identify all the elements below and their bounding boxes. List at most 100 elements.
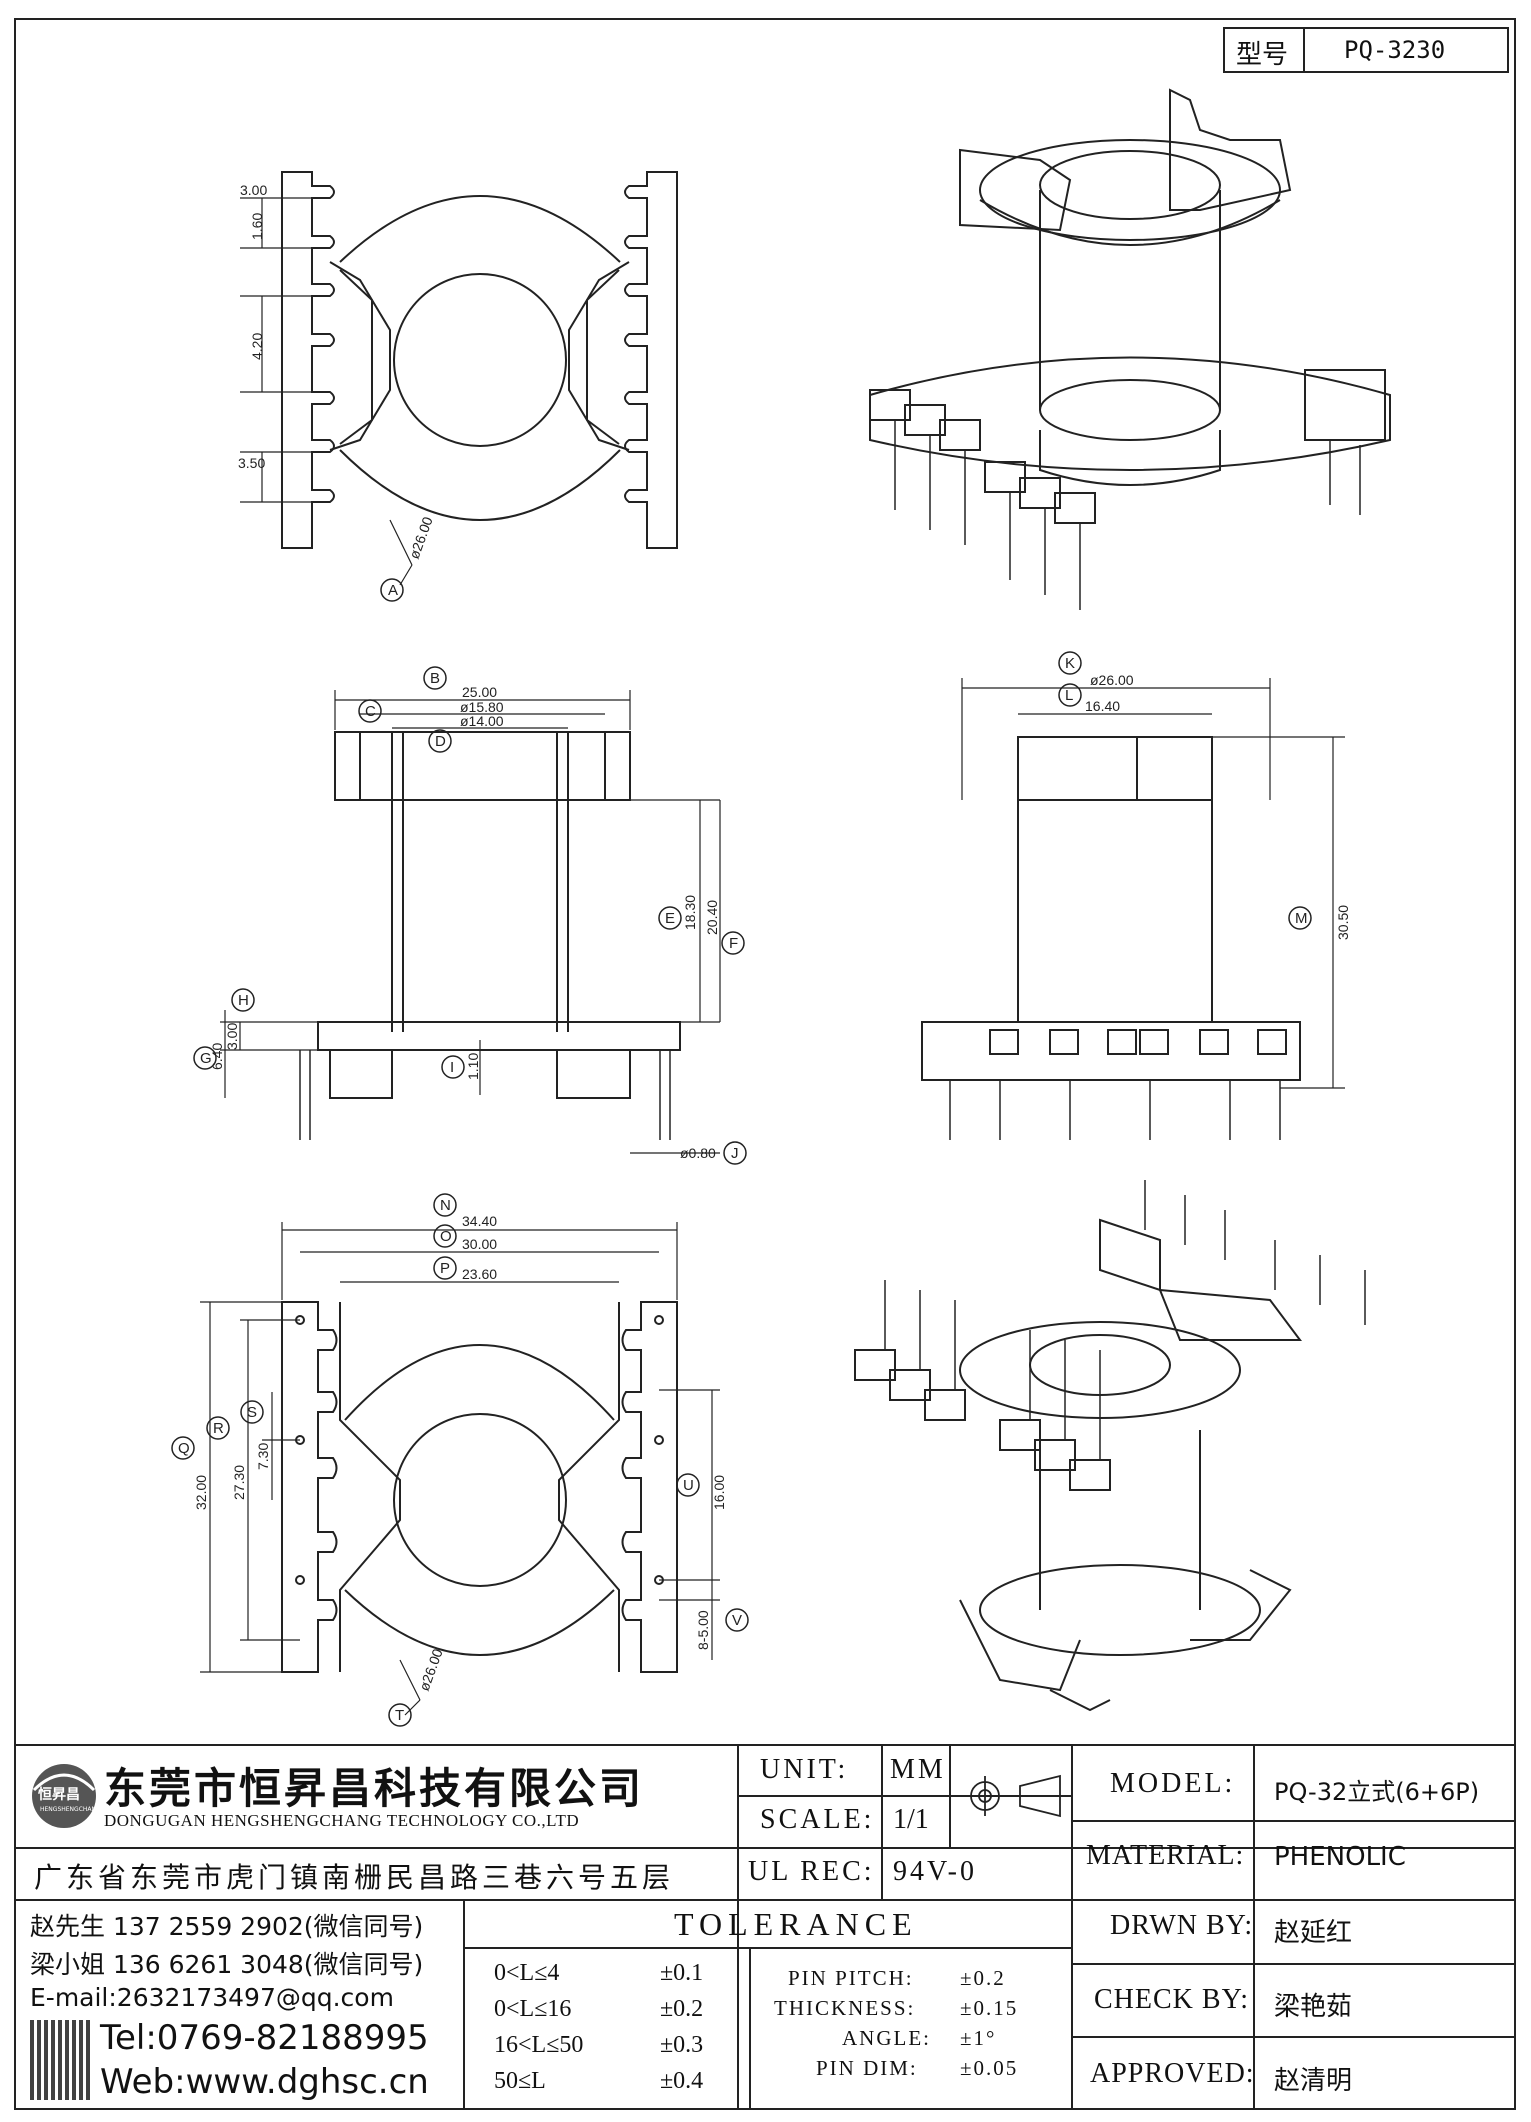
tol-value-1: ±0.1: [660, 1960, 704, 1986]
contact-email[interactable]: E-mail:2632173497@qq.com: [30, 1983, 394, 2012]
scale-label: SCALE:: [760, 1804, 875, 1835]
callout-v: V: [732, 1612, 742, 1629]
side-view: [921, 678, 1345, 1140]
pin-pitch-label: PIN PITCH:: [788, 1966, 914, 1990]
tol-value-4: ±0.4: [660, 2068, 704, 2094]
tol-range-1: 0<L≤4: [494, 1960, 560, 1986]
title-block-grid: [14, 27, 1516, 2110]
tol-range-4: 50≤L: [494, 2068, 546, 2094]
isometric-view-bottom: [854, 1180, 1366, 1712]
callout-t: T: [395, 1707, 404, 1724]
ul-value: 94V-0: [893, 1856, 977, 1887]
dim-bottom-16: 16.00: [711, 1475, 727, 1510]
dim-bottom-dia: ø26.00: [416, 1646, 446, 1693]
top-view: [240, 171, 678, 602]
dim-bottom-30: 30.00: [462, 1236, 497, 1252]
ul-label: UL REC:: [748, 1856, 875, 1887]
callout-k: K: [1065, 655, 1075, 672]
contact-liang: 梁小姐 136 6261 3048(微信同号): [30, 1950, 424, 1979]
qr-code-icon: [30, 2020, 90, 2100]
dim-top-3: 3.00: [240, 182, 267, 198]
scale-value: 1/1: [893, 1804, 929, 1835]
angle-label: ANGLE:: [842, 2026, 931, 2050]
callout-m: M: [1295, 910, 1308, 927]
dim-front-15-8: ø15.80: [460, 699, 504, 715]
callout-b: B: [430, 670, 440, 687]
callout-g: G: [200, 1050, 212, 1067]
callout-u: U: [683, 1477, 694, 1494]
company-address: 广东省东莞市虎门镇南栅民昌路三巷六号五层: [34, 1861, 675, 1894]
approved-label: APPROVED:: [1090, 2058, 1255, 2089]
contact-tel: Tel:0769-82188995: [100, 2018, 429, 2058]
bottom-view: [200, 1222, 720, 1716]
check-by-label: CHECK BY:: [1094, 1984, 1250, 2015]
callout-r: R: [213, 1420, 224, 1437]
unit-label: UNIT:: [760, 1754, 849, 1785]
dim-front-20-4: 20.40: [704, 900, 720, 935]
callout-i: I: [450, 1059, 454, 1076]
contact-zhao: 赵先生 137 2559 2902(微信同号): [30, 1912, 424, 1941]
tolerance-title: TOLERANCE: [674, 1906, 918, 1942]
logo-subtext: HENGSHENGCHANG: [40, 1806, 101, 1813]
dim-front-25: 25.00: [462, 684, 497, 700]
model-label: MODEL:: [1110, 1768, 1236, 1799]
dim-top-3-5: 3.50: [238, 455, 265, 471]
pin-pitch-value: ±0.2: [960, 1966, 1006, 1990]
material-value: PHENOLIC: [1274, 1842, 1406, 1872]
tol-value-2: ±0.2: [660, 1996, 704, 2022]
tol-range-3: 16<L≤50: [494, 2032, 584, 2058]
dim-side-26: ø26.00: [1090, 672, 1134, 688]
dim-bottom-34-4: 34.40: [462, 1213, 497, 1229]
pin-dim-value: ±0.05: [960, 2056, 1019, 2080]
check-by-value: 梁艳茹: [1274, 1992, 1353, 2022]
callout-o: O: [440, 1228, 452, 1245]
dim-front-6-4: 6.40: [209, 1043, 225, 1070]
callout-l: L: [1065, 687, 1073, 704]
model-header-value: PQ-3230: [1344, 36, 1446, 64]
pin-dim-label: PIN DIM:: [816, 2056, 918, 2080]
dim-front-14: ø14.00: [460, 713, 504, 729]
dim-bottom-7-3: 7.30: [255, 1443, 271, 1470]
callout-n: N: [440, 1197, 451, 1214]
callout-p: P: [440, 1260, 450, 1277]
logo-text: 恒昇昌: [38, 1787, 80, 1803]
callout-d: D: [435, 733, 446, 750]
model-value: PQ-32立式(6+6P): [1274, 1778, 1480, 1806]
callout-c: C: [365, 703, 376, 720]
front-view: [220, 690, 721, 1154]
callout-q: Q: [178, 1440, 190, 1457]
company-logo-icon: [32, 1764, 96, 1828]
company-name-cn: 东莞市恒昇昌科技有限公司: [104, 1764, 645, 1813]
thickness-value: ±0.15: [960, 1996, 1019, 2020]
callout-a: A: [388, 582, 398, 599]
unit-value: MM: [890, 1754, 946, 1785]
approved-value: 赵清明: [1274, 2066, 1353, 2096]
dim-bottom-27-3: 27.30: [231, 1465, 247, 1500]
tol-range-2: 0<L≤16: [494, 1996, 572, 2022]
dim-front-0-8: ø0.80: [680, 1145, 716, 1161]
callout-e: E: [665, 910, 675, 927]
dim-front-1-1: 1.10: [465, 1053, 481, 1080]
dim-top-4-2: 4.20: [249, 333, 265, 360]
callout-s: S: [247, 1404, 257, 1421]
dim-bottom-23-6: 23.60: [462, 1266, 497, 1282]
callout-h: H: [238, 992, 249, 1009]
material-label: MATERIAL:: [1086, 1840, 1245, 1871]
dim-front-18-3: 18.30: [682, 895, 698, 930]
callout-f: F: [729, 935, 738, 952]
dim-top-1-6: 1.60: [249, 213, 265, 240]
angle-value: ±1°: [960, 2026, 997, 2050]
thickness-label: THICKNESS:: [774, 1996, 916, 2020]
dim-side-30-5: 30.50: [1335, 905, 1351, 940]
dim-bottom-32: 32.00: [193, 1475, 209, 1510]
model-header-label: 型号: [1236, 40, 1289, 70]
drawn-by-label: DRWN BY:: [1110, 1910, 1254, 1941]
drawn-by-value: 赵延红: [1274, 1918, 1353, 1948]
dim-bottom-8-5: 8-5.00: [695, 1610, 711, 1650]
drawing-sheet: [14, 18, 1516, 2110]
dim-side-16-4: 16.40: [1085, 698, 1120, 714]
callout-j: J: [731, 1145, 739, 1162]
dim-front-3: 3.00: [224, 1023, 240, 1050]
contact-web[interactable]: Web:www.dghsc.cn: [100, 2062, 429, 2102]
